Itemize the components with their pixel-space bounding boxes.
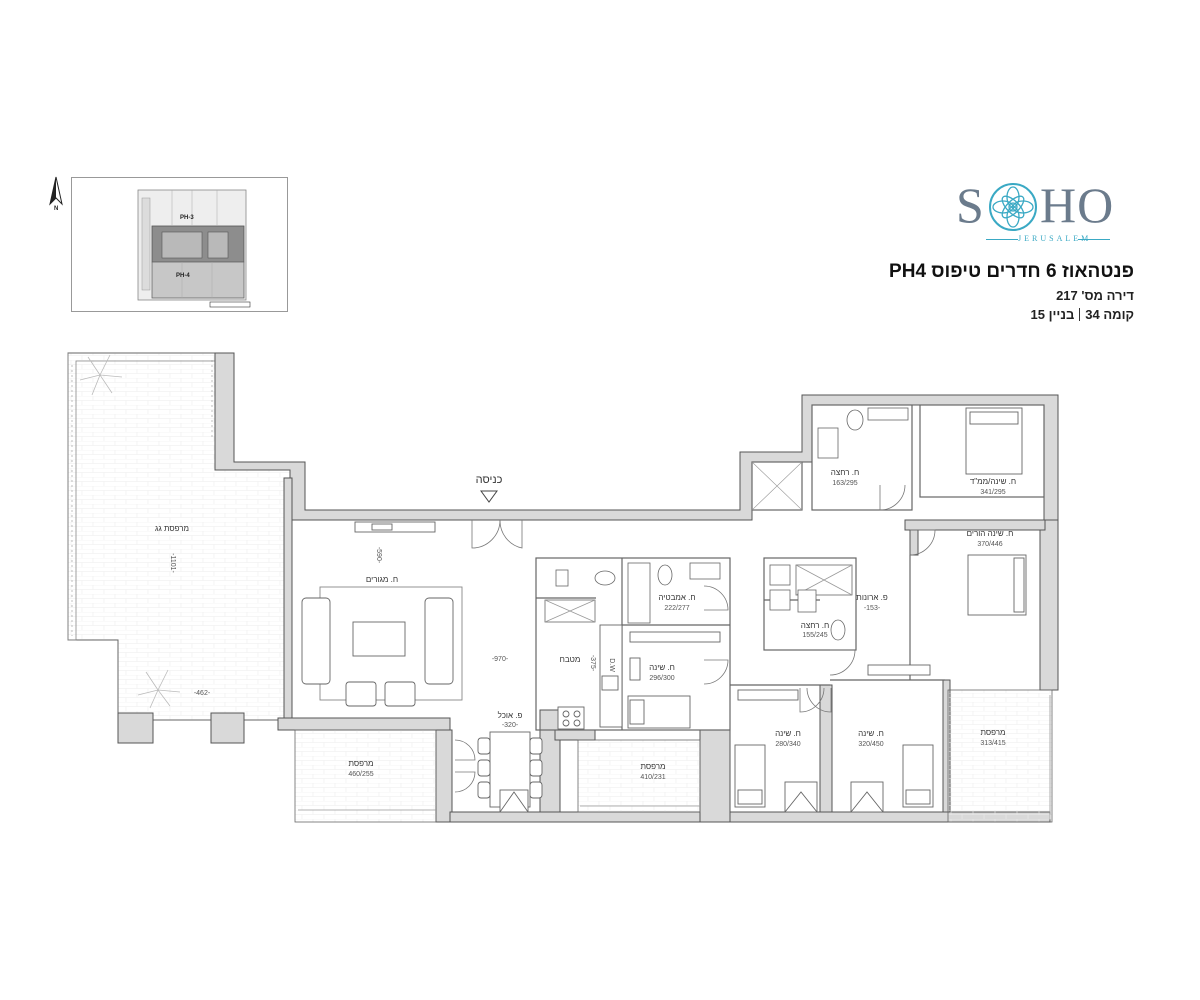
roof-terrace-dim-horizontal: -462- — [193, 690, 211, 697]
shower-a-name: ח. רחצה — [830, 468, 860, 477]
shower-b-dim: 155/245 — [802, 632, 828, 639]
page-title: פנטהאוז 6 חדרים טיפוס PH4 — [889, 261, 1134, 282]
bedroom-a-name: ח. שינה — [649, 663, 675, 672]
balcony-c-name: מרפסת — [980, 728, 1006, 737]
shower-b-name: ח. רחצה — [800, 621, 830, 630]
balconies — [294, 689, 1053, 823]
floor-label: קומה 34 — [1085, 307, 1134, 322]
roof-terrace-dim-vertical: -1101- — [169, 553, 176, 573]
key-plan: PH-3 PH-4 — [71, 177, 288, 312]
entrance-marker-icon — [480, 490, 498, 503]
balcony-b-dim: 410/231 — [640, 774, 666, 781]
wardrobe-dim: -153- — [863, 605, 881, 612]
balcony-a-name: מרפסת — [348, 759, 374, 768]
north-label: N — [54, 206, 59, 212]
kitchen-dim-side: -375- — [589, 654, 596, 672]
doors — [454, 484, 936, 793]
key-plan-drawing — [137, 189, 251, 308]
soho-logo: S HO — [950, 176, 1140, 256]
living-furniture — [301, 521, 463, 707]
flower-emblem-icon — [989, 183, 1037, 231]
building-label: בניין 15 — [1030, 307, 1075, 322]
logo-subtitle: JERUSALEM — [1018, 234, 1092, 243]
separator — [1079, 308, 1081, 321]
logo-text-left: S — [956, 177, 985, 233]
keyplan-label-top: PH-3 — [180, 215, 194, 221]
bedroom-c-name: ח. שינה — [858, 729, 884, 738]
living-room-name: ח. מגורים — [365, 575, 399, 584]
safe-room-name: ח. שינה/ממ"ד — [969, 477, 1017, 486]
bedroom-b-dim: 280/340 — [775, 741, 801, 748]
balcony-a-dim: 460/255 — [348, 771, 374, 778]
balcony-c-dim: 313/415 — [980, 740, 1006, 747]
entrance-label: כניסה — [475, 474, 503, 486]
logo-text-right: HO — [1040, 177, 1115, 233]
bedroom-b-name: ח. שינה — [775, 729, 801, 738]
north-arrow-icon — [49, 176, 63, 206]
dishwasher-label: D.W — [608, 658, 615, 672]
keyplan-label-bottom: PH-4 — [176, 273, 190, 279]
bedroom-c-dim: 320/450 — [858, 741, 884, 748]
kitchen-dim-width: -970- — [491, 656, 509, 663]
safe-room-dim: 341/295 — [980, 489, 1006, 496]
interior-walls — [535, 404, 1045, 731]
roof-terrace-name: מרפסת גג — [154, 524, 190, 533]
bath-dim: 222/277 — [664, 605, 690, 612]
bathroom-fixtures — [544, 407, 909, 641]
balcony-b-name: מרפסת — [640, 762, 666, 771]
apartment-number: דירה מס' 217 — [1056, 288, 1134, 303]
dining-dim: -320- — [501, 722, 519, 729]
dining-name: פ. אוכל — [497, 711, 523, 720]
wardrobe-name: פ. ארונות — [856, 593, 888, 602]
living-room-dim: -590- — [375, 546, 382, 564]
bath-name: ח. אמבטיה — [658, 593, 696, 602]
kitchen-furniture — [477, 624, 623, 813]
shower-a-dim: 163/295 — [832, 480, 858, 487]
floor-building-line: קומה 34 בניין 15 — [1030, 307, 1134, 322]
beds — [627, 407, 1027, 813]
roof-terrace — [67, 352, 291, 744]
master-bedroom-dim: 370/446 — [977, 541, 1003, 548]
bedroom-a-dim: 296/300 — [649, 675, 675, 682]
kitchen-name: מטבח — [559, 655, 581, 664]
master-bedroom-name: ח. שינה הורים — [966, 529, 1014, 538]
